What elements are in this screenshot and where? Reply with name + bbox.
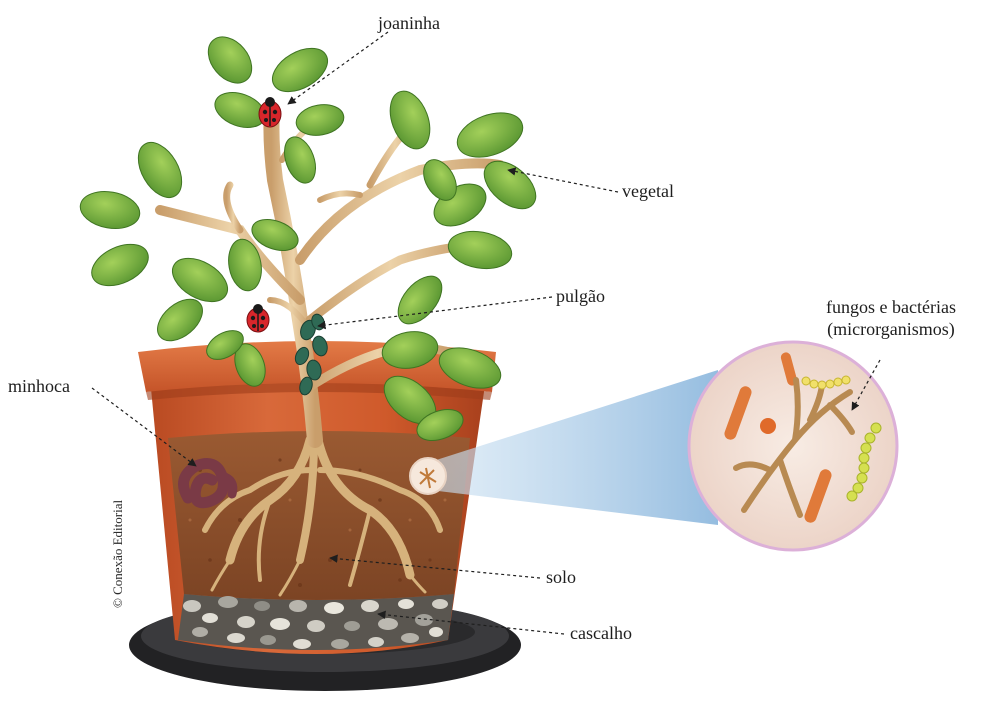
label-fungos-line2: (microrganismos)	[826, 318, 956, 340]
label-solo: solo	[546, 566, 576, 588]
ladybug-top	[259, 97, 281, 127]
label-cascalho: cascalho	[570, 622, 632, 644]
label-fungos-line1: fungos e bactérias	[826, 296, 956, 318]
label-joaninha: joaninha	[378, 12, 440, 34]
label-vegetal: vegetal	[622, 180, 674, 202]
magnified-view	[689, 342, 897, 550]
ladybug-bottom	[247, 304, 269, 332]
label-minhoca: minhoca	[8, 375, 70, 397]
label-fungos-bacterias: fungos e bactérias (microrganismos)	[826, 296, 956, 340]
image-credit: © Conexão Editorial	[110, 500, 126, 608]
gravel-layer	[178, 594, 454, 650]
label-pulgao: pulgão	[556, 285, 605, 307]
